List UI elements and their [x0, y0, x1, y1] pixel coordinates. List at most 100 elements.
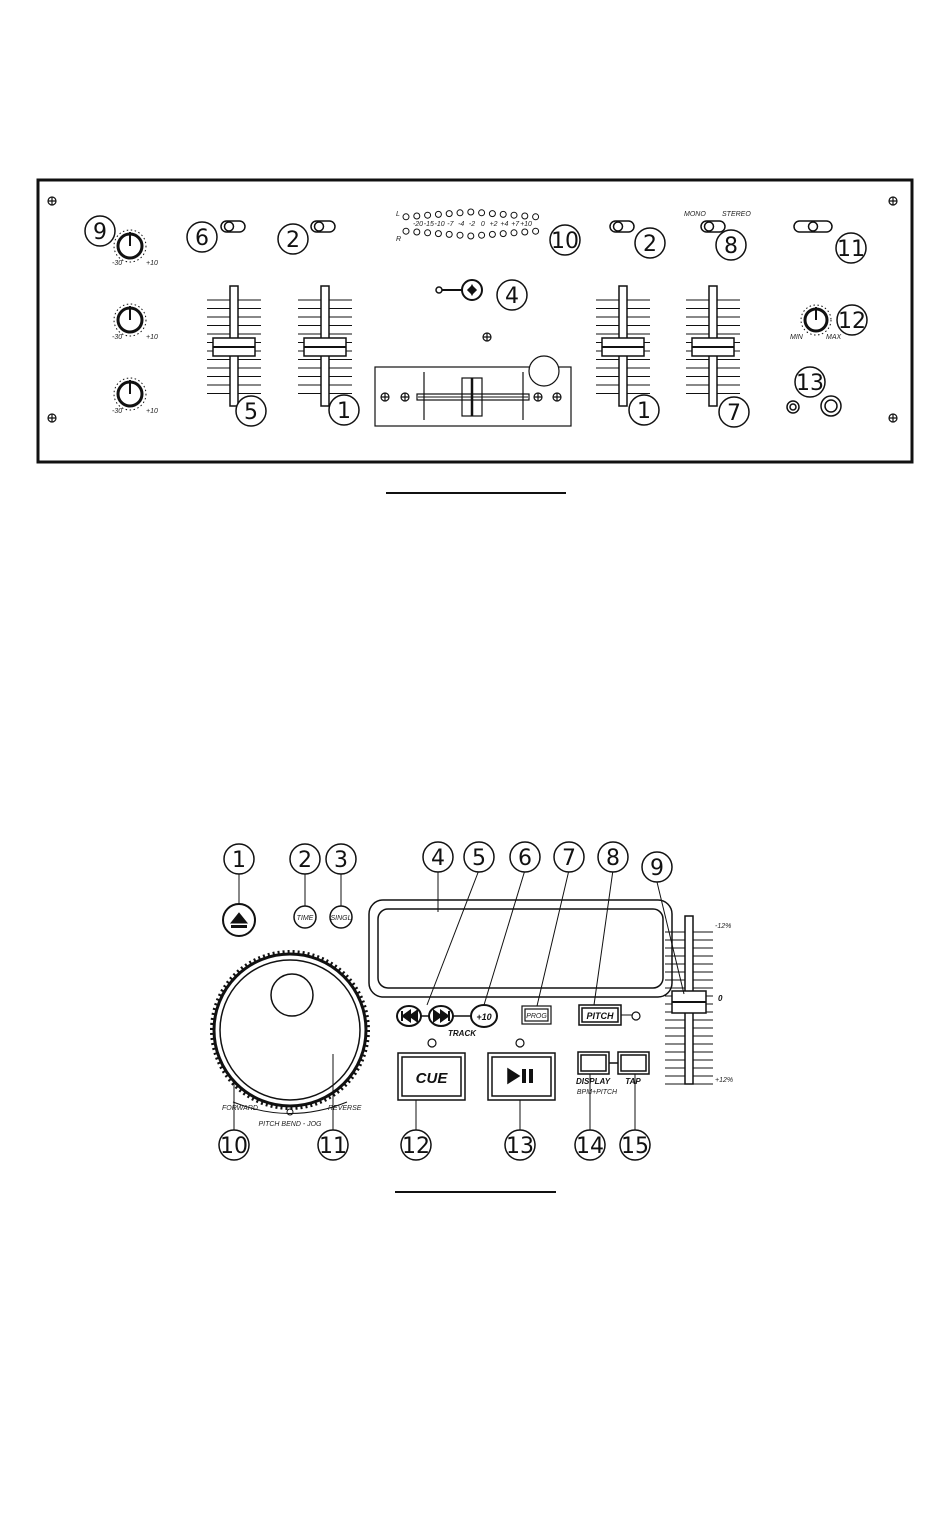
- meter-led: [457, 232, 463, 238]
- meter-led: [533, 228, 539, 234]
- player-callout-12: 12: [401, 1130, 431, 1160]
- gain-knob[interactable]: [114, 304, 146, 336]
- mono-stereo-switch[interactable]: [701, 221, 725, 232]
- crossfader[interactable]: [375, 356, 571, 426]
- meter-led: [403, 214, 409, 220]
- toggle-switch[interactable]: [221, 221, 245, 232]
- stereo-label: STEREO: [722, 211, 751, 218]
- channel-fader[interactable]: [596, 286, 650, 406]
- meter-led: [500, 211, 506, 217]
- meter-led: [435, 211, 441, 217]
- svg-text:6: 6: [195, 226, 209, 251]
- pitch-mid-label: 0: [718, 994, 723, 1003]
- channel-faders: [207, 286, 740, 406]
- meter-right-label: R: [396, 236, 401, 243]
- lcd-display: [369, 900, 672, 997]
- meter-led: [403, 228, 409, 234]
- player-callout-13: 13: [505, 1130, 535, 1160]
- player-callout-7: 7: [554, 842, 584, 872]
- gain-knob[interactable]: [114, 230, 146, 262]
- display-sub-label: BPM+PITCH: [577, 1089, 618, 1096]
- meter-scale-label: +10: [520, 221, 532, 228]
- track-back-button[interactable]: [397, 1006, 421, 1026]
- knob-max-label: +10: [146, 260, 158, 267]
- svg-text:13: 13: [506, 1134, 534, 1159]
- meter-scale-label: -2: [469, 221, 475, 228]
- svg-text:2: 2: [298, 848, 312, 873]
- svg-text:10: 10: [220, 1134, 248, 1159]
- pitch-led: [632, 1012, 640, 1020]
- toggle-switch[interactable]: [610, 221, 634, 232]
- svg-text:7: 7: [727, 401, 741, 426]
- play-pause-button[interactable]: [488, 1053, 555, 1100]
- meter-scale-label: -20: [413, 221, 423, 228]
- mixer-callout-1: 1: [329, 395, 359, 425]
- mic-volume-knob[interactable]: [801, 305, 831, 335]
- player-callout-14: 14: [575, 1130, 605, 1160]
- channel-fader[interactable]: [298, 286, 352, 406]
- mixer-callout-1: 1: [629, 395, 659, 425]
- plus10-label: +10: [476, 1012, 491, 1022]
- meter-led: [435, 231, 441, 237]
- svg-text:15: 15: [621, 1134, 649, 1159]
- svg-text:10: 10: [551, 229, 579, 254]
- tap-button[interactable]: [618, 1052, 649, 1074]
- mic-min-label: MIN: [790, 334, 804, 341]
- mixer-callout-6: 6: [187, 222, 217, 252]
- mixer-callout-7: 7: [719, 397, 749, 427]
- player-callout-6: 6: [510, 842, 540, 872]
- svg-text:2: 2: [286, 228, 300, 253]
- mono-label: MONO: [684, 211, 706, 218]
- svg-text:6: 6: [518, 846, 532, 871]
- mixer-callout-10: 10: [550, 225, 580, 255]
- meter-scale-label: 0: [481, 221, 485, 228]
- meter-led: [511, 212, 517, 218]
- svg-text:13: 13: [796, 371, 824, 396]
- cue-selector-knob[interactable]: [436, 280, 482, 300]
- mixer-callout-2: 2: [278, 224, 308, 254]
- time-button-label: TIME: [297, 915, 314, 922]
- mic-jack[interactable]: [787, 396, 841, 416]
- track-forward-button[interactable]: [429, 1006, 453, 1026]
- player-callout-10: 10: [219, 1130, 249, 1160]
- svg-text:1: 1: [232, 848, 246, 873]
- meter-led: [446, 211, 452, 217]
- svg-text:3: 3: [334, 848, 348, 873]
- display-button[interactable]: [578, 1052, 609, 1074]
- svg-text:9: 9: [650, 856, 664, 881]
- player-callout-5: 5: [464, 842, 494, 872]
- meter-scale-label: +4: [500, 221, 508, 228]
- mixer-callout-9: 9: [85, 216, 115, 246]
- toggle-switch[interactable]: [794, 221, 832, 232]
- eject-button[interactable]: [223, 904, 255, 936]
- channel-fader[interactable]: [207, 286, 261, 406]
- jog-wheel[interactable]: [212, 952, 368, 1115]
- player-callout-8: 8: [598, 842, 628, 872]
- mixer-callout-5: 5: [236, 396, 266, 426]
- knob-max-label: +10: [146, 408, 158, 415]
- cue-label: CUE: [416, 1070, 449, 1087]
- meter-led: [489, 231, 495, 237]
- svg-text:4: 4: [431, 846, 445, 871]
- play-led: [516, 1039, 524, 1047]
- knob-min-label: -30: [112, 334, 122, 341]
- cue-led: [428, 1039, 436, 1047]
- mixer-callout-4: 4: [497, 280, 527, 310]
- svg-text:12: 12: [838, 309, 866, 334]
- player-callout-11: 11: [318, 1130, 348, 1160]
- knob-min-label: -30: [112, 408, 122, 415]
- svg-text:7: 7: [562, 846, 576, 871]
- meter-led: [425, 230, 431, 236]
- meter-scale-label: -7: [447, 221, 454, 228]
- meter-led: [522, 213, 528, 219]
- channel-fader[interactable]: [686, 286, 740, 406]
- meter-scale-label: +2: [490, 221, 498, 228]
- player-callout-4: 4: [423, 842, 453, 872]
- gain-knob[interactable]: [114, 378, 146, 410]
- tap-label: TAP: [625, 1077, 641, 1086]
- player-callout-1: 1: [224, 844, 254, 874]
- meter-led: [425, 212, 431, 218]
- svg-text:12: 12: [402, 1134, 430, 1159]
- toggle-switch[interactable]: [311, 221, 335, 232]
